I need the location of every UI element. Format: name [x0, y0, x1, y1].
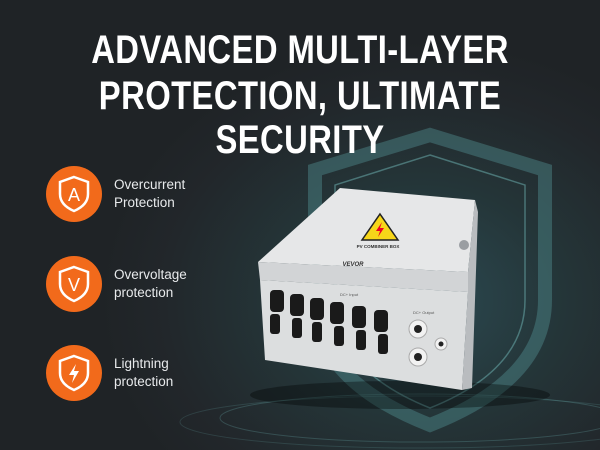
feature-label: protection	[114, 285, 174, 300]
headline-line-1: ADVANCED MULTI-LAYER	[91, 28, 509, 72]
shield-letter: V	[68, 275, 80, 295]
shield-v-icon: V	[46, 256, 102, 312]
shield-letter: A	[68, 185, 80, 205]
brand-logo: VEVOR	[342, 262, 364, 268]
feature-lightning: Lightning protection	[46, 345, 173, 401]
feature-label: Protection	[114, 195, 175, 210]
output-label: DC+ Output	[413, 310, 435, 315]
shield-a-icon: A	[46, 166, 102, 222]
feature-label: protection	[114, 374, 174, 389]
shield-lightning-icon	[46, 345, 102, 401]
feature-overvoltage: V Overvoltage protection	[46, 256, 187, 312]
product-label: PV COMBINER BOX	[357, 244, 400, 249]
feature-label: Lightning	[114, 356, 169, 371]
feature-label: Overcurrent	[114, 177, 186, 192]
headline-line-2: PROTECTION, ULTIMATE SECURITY	[98, 74, 502, 162]
input-label: DC+ Input	[340, 292, 359, 297]
feature-label: Overvoltage	[114, 267, 187, 282]
